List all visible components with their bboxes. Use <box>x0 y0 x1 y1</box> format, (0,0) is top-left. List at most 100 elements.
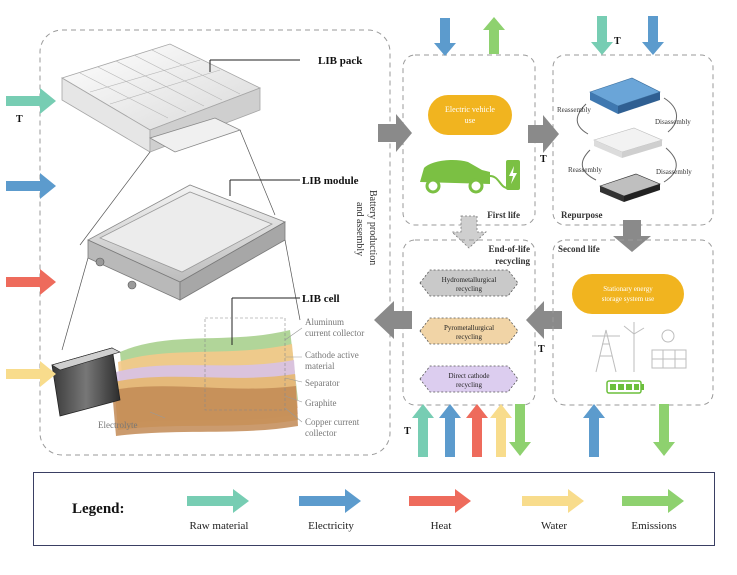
repurpose-raw-material-in-arrow <box>591 16 613 55</box>
ev-use-oval <box>428 95 512 135</box>
legend-item-raw-material: Raw material <box>169 481 269 539</box>
raw-material-input-arrow <box>6 88 56 114</box>
disassembly-label-2: Disassembly <box>656 168 692 176</box>
solar-panel-icon <box>651 329 687 369</box>
lib-pack-label: LIB pack <box>318 55 363 67</box>
production-to-first-life-arrow <box>378 114 412 152</box>
recycling-water-in <box>490 404 512 457</box>
legend-title: Legend: <box>72 501 125 517</box>
layer-label-cathode-line1: Cathode active <box>305 350 359 360</box>
ev-use-label-line2: use <box>465 116 476 125</box>
t-marker-repurpose-top: T <box>614 36 621 47</box>
first-life-to-recycling-arrow <box>450 215 488 249</box>
hydrometallurgical-option <box>419 269 519 297</box>
repurpose-electricity-in-arrow <box>642 16 664 55</box>
reassembly-cycle-arrows <box>576 97 677 183</box>
first-life-caption: First life <box>487 210 520 220</box>
recycling-heat-in <box>466 404 488 457</box>
recycling-input-output-arrows <box>412 404 531 457</box>
pyro-label-line1: Pyrometallurgical <box>444 324 494 332</box>
recycling-raw-material-in <box>412 404 434 457</box>
repurpose-caption: Repurpose <box>561 210 603 220</box>
right-arrow-icon <box>409 489 471 513</box>
recycling-emissions-out <box>509 404 531 456</box>
stationary-label-line1: Stationary energy <box>603 285 653 293</box>
module-stack-blue-icon <box>589 77 661 114</box>
legend-label-heat: Heat <box>430 520 452 532</box>
layer-label-aluminum-line1: Aluminum <box>305 317 344 327</box>
electrolyte-label: Electrolyte <box>98 420 137 430</box>
second-life-box <box>552 239 714 406</box>
recycling-electricity-in <box>439 404 461 457</box>
right-arrow-icon <box>187 489 249 513</box>
first-life-box <box>402 54 536 226</box>
stationary-storage-oval <box>572 274 684 314</box>
layer-label-copper-line1: Copper current <box>305 417 360 427</box>
battery-production-box <box>39 29 391 456</box>
legend-label-electricity: Electricity <box>308 520 354 532</box>
reassembly-label-1: Reassembly <box>557 106 591 114</box>
battery-production-label-line2: and assembly <box>354 202 365 256</box>
legend-label-emissions: Emissions <box>631 520 677 532</box>
lib-module-label: LIB module <box>302 175 359 187</box>
pyro-label-line2: recycling <box>456 333 483 341</box>
battery-charge-icon <box>606 380 644 394</box>
t-marker-repurpose-left: T <box>540 154 547 165</box>
first-life-emissions-out-arrow <box>483 17 505 54</box>
second-life-electricity-in-arrow <box>583 404 605 457</box>
second-life-emissions-out-arrow <box>653 404 675 456</box>
layer-label-cathode-line2: material <box>305 361 335 371</box>
disassembly-label-1: Disassembly <box>655 118 691 126</box>
legend-label-water: Water <box>541 520 567 532</box>
legend-item-electricity: Electricity <box>281 481 381 539</box>
grid-tower-icon <box>592 329 620 373</box>
module-stack-dark-icon <box>599 173 661 202</box>
module-cell-connectors <box>61 239 301 351</box>
right-arrow-icon <box>622 489 684 513</box>
legend-item-water: Water <box>504 481 604 539</box>
t-marker-recycling-bottom: T <box>404 426 411 437</box>
second-life-caption: Second life <box>558 244 600 254</box>
legend-item-emissions: Emissions <box>604 481 704 539</box>
end-of-life-label-line2: recycling <box>495 256 530 266</box>
repurpose-to-second-life-arrow <box>613 220 651 252</box>
t-marker-production: T <box>16 114 23 125</box>
wind-turbine-icon <box>623 322 645 372</box>
legend-label-raw-material: Raw material <box>189 520 249 532</box>
layer-label-copper-line2: collector <box>305 428 336 438</box>
pyrometallurgical-option <box>419 317 519 345</box>
layer-label-graphite: Graphite <box>305 398 337 408</box>
second-life-to-recycling-arrow <box>526 301 562 339</box>
cell-layer-box <box>204 317 286 411</box>
lib-cell-illustration <box>51 330 298 436</box>
direct-cathode-option <box>419 365 519 393</box>
hydro-label-line1: Hydrometallurgical <box>442 276 497 284</box>
first-life-electricity-in-arrow <box>434 18 456 56</box>
layer-label-separator: Separator <box>305 378 339 388</box>
lib-cell-label: LIB cell <box>302 293 340 305</box>
reassembly-label-2: Reassembly <box>568 166 602 174</box>
hydro-label-line2: recycling <box>456 285 483 293</box>
legend-item-heat: Heat <box>391 481 491 539</box>
end-of-life-label-line1: End-of-life <box>489 244 531 254</box>
t-marker-recycling: T <box>538 344 545 355</box>
electricity-input-arrow <box>6 173 56 199</box>
layer-label-aluminum-line2: current collector <box>305 328 364 338</box>
pack-module-connectors <box>79 129 276 246</box>
right-arrow-icon <box>299 489 361 513</box>
direct-label-line2: recycling <box>456 381 483 389</box>
ev-use-label-line1: Electric vehicle <box>445 105 495 114</box>
battery-production-label-line1: Battery production <box>367 190 378 265</box>
legend: Legend: Raw material Electricity Heat Wa… <box>33 472 715 546</box>
module-stack-white-icon <box>593 127 663 158</box>
right-arrow-icon <box>522 489 584 513</box>
electric-car-icon <box>420 160 520 194</box>
lib-module-illustration <box>87 184 286 301</box>
stationary-label-line2: storage system use <box>602 295 655 303</box>
water-input-arrow <box>6 361 56 387</box>
recycling-box <box>402 239 536 406</box>
first-life-to-repurpose-arrow <box>528 115 559 153</box>
direct-label-line1: Direct cathode <box>448 372 489 380</box>
heat-input-arrow <box>6 269 56 295</box>
